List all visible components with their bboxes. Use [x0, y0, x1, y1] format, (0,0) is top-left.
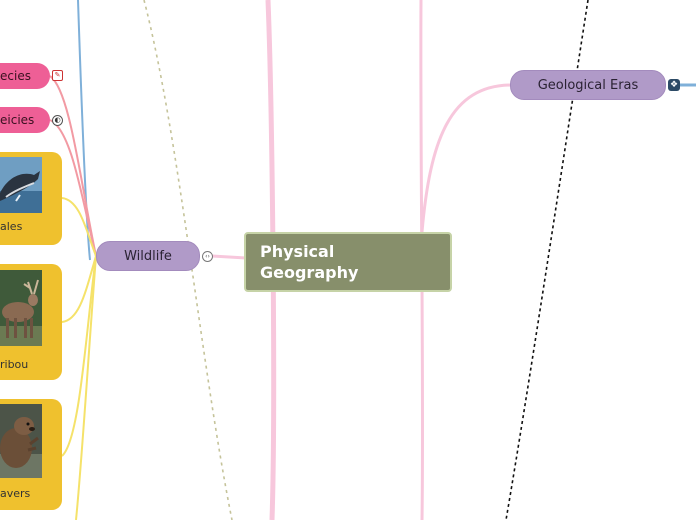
connector-card-2: [61, 255, 97, 323]
dotted-line-left: [143, 0, 233, 520]
card-caribou-caption: ribou: [0, 358, 29, 371]
connector-geological: [420, 83, 513, 233]
subtopic-species-1[interactable]: ecies: [0, 63, 50, 89]
topic-geological-eras[interactable]: Geological Eras: [510, 70, 666, 100]
connector-card-bottom: [75, 255, 97, 520]
connector-card-3: [61, 255, 97, 457]
card-whales-caption: ales: [0, 220, 23, 233]
dotted-line-right: [505, 0, 589, 520]
connector-wildlife: [211, 254, 247, 260]
subtopic-species-2[interactable]: eicies: [0, 107, 50, 133]
card-beavers[interactable]: avers: [0, 399, 62, 510]
topic-geological-eras-label: Geological Eras: [537, 77, 639, 93]
collapse-toggle-icon[interactable]: ‹›: [202, 251, 213, 262]
central-topic-title: Physical Geography: [260, 242, 359, 282]
subtopic-species-2-label: eicies: [0, 113, 35, 127]
link-icon[interactable]: ❖: [668, 79, 680, 91]
globe-icon[interactable]: ◐: [52, 115, 63, 126]
card-caribou[interactable]: ribou: [0, 264, 62, 380]
caribou-image: [0, 270, 42, 346]
whale-image: [0, 157, 42, 213]
card-beavers-caption: avers: [0, 487, 31, 500]
subtopic-species-1-label: ecies: [0, 69, 31, 83]
blue-connector: [77, 0, 91, 261]
beaver-image: [0, 404, 42, 478]
topic-wildlife-label: Wildlife: [124, 248, 172, 264]
central-topic[interactable]: Physical Geography: [244, 232, 452, 292]
note-icon[interactable]: ✎: [52, 70, 63, 81]
connector-card-1: [61, 197, 97, 257]
topic-wildlife[interactable]: Wildlife: [96, 241, 200, 271]
card-whales[interactable]: ales: [0, 152, 62, 245]
